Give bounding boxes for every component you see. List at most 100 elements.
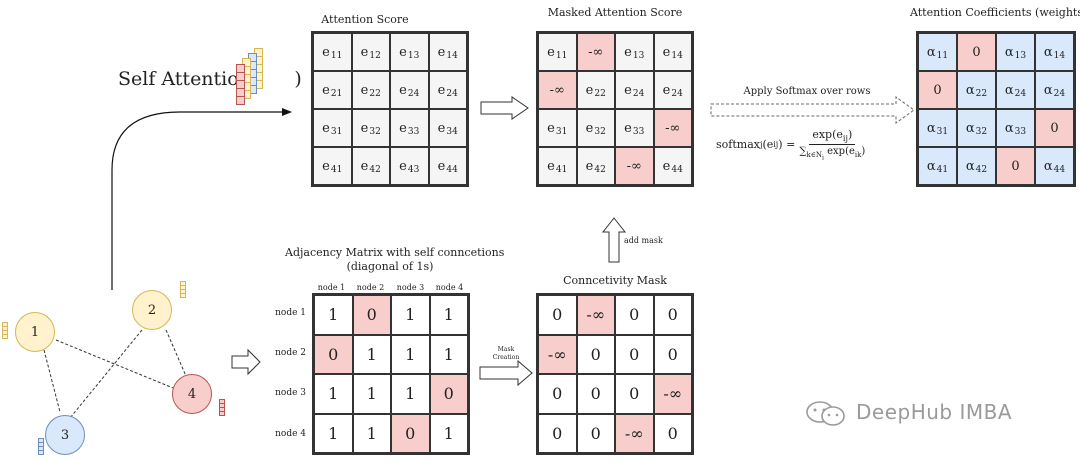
adjacency-title-line1: Adjacency Matrix with self conncetions: [285, 246, 505, 259]
hollow-arrow-to-adjacency: [231, 348, 261, 376]
edge-2-4: [165, 329, 187, 377]
connectivity-mask-cell-1-4: 0: [653, 295, 692, 335]
connectivity-mask-cell-2-3: 0: [615, 334, 654, 374]
hollow-arrow-to-masked: [480, 96, 529, 120]
attention-score-title: Attention Score: [321, 13, 409, 26]
adjacency-cell-1-4: 1: [429, 295, 468, 335]
connectivity-mask-cell-1-1: 0: [538, 295, 577, 335]
adjacency-cell-3-1: 1: [314, 374, 353, 414]
masked-score-cell-3-4: -∞: [653, 109, 692, 147]
adj-row-label-1: node 1: [275, 308, 306, 318]
graph-node-3: 3: [45, 415, 85, 455]
connectivity-mask-cell-4-1: 0: [538, 413, 577, 453]
curve-arrow-head: [282, 108, 292, 116]
formula-lhs-sub: j: [759, 140, 763, 150]
masked-score-cell-4-3: -∞: [615, 147, 654, 185]
formula-denominator: ∑k∈Ni exp(eik): [799, 146, 866, 162]
vector-red: [236, 64, 245, 105]
graph-node-1: 1: [15, 312, 55, 352]
adj-col-label-1: node 1: [317, 283, 346, 292]
adj-row-label-4: node 4: [275, 429, 306, 439]
hollow-arrow-up: [601, 217, 627, 263]
adjacency-title-line2: (diagonal of 1s): [346, 260, 434, 273]
adjacency-cell-4-1: 1: [314, 413, 353, 453]
connectivity-mask-cell-3-3: 0: [615, 374, 654, 414]
masked-score-title: Masked Attention Score: [547, 6, 683, 19]
adjacency-cell-3-4: 0: [429, 374, 468, 414]
connectivity-mask-cell-3-2: 0: [576, 374, 615, 414]
coefficients-cell-4-3: 0: [996, 147, 1035, 185]
node-2-feature-vector: [180, 281, 186, 298]
mask-creation-label: Mask Creation: [486, 346, 526, 362]
masked-score-cell-1-2: -∞: [576, 33, 615, 71]
mask-title: Conncetivity Mask: [563, 274, 667, 287]
formula-lhs-close: ) =: [778, 138, 796, 152]
adjacency-cell-4-3: 0: [391, 413, 430, 453]
node-1-feature-vector: [2, 322, 8, 339]
connectivity-mask-cell-3-4: -∞: [653, 374, 692, 414]
adj-col-label-4: node 4: [435, 283, 464, 292]
formula-fraction: exp(eij) ∑k∈Ni exp(eik): [799, 128, 865, 162]
node-4-feature-vector: [219, 399, 225, 416]
adjacency-cell-2-3: 1: [391, 334, 430, 374]
connectivity-mask-cell-2-1: -∞: [538, 334, 577, 374]
graph-node-4: 4: [172, 374, 212, 414]
adjacency-cell-4-4: 1: [429, 413, 468, 453]
adjacency-cell-1-3: 1: [391, 295, 430, 335]
adj-row-label-2: node 2: [275, 348, 306, 358]
self-attention-label: Self Attention (): [118, 68, 302, 90]
self-attention-text: Self Attention (: [118, 68, 265, 90]
connectivity-mask-cell-3-1: 0: [538, 374, 577, 414]
connectivity-mask-cell-4-3: -∞: [615, 413, 654, 453]
connectivity-mask-cell-4-2: 0: [576, 413, 615, 453]
node-3-feature-vector: [38, 438, 44, 455]
graph-node-2: 2: [132, 290, 172, 330]
adj-col-label-2: node 2: [356, 283, 385, 292]
adjacency-cell-2-1: 0: [314, 334, 353, 374]
formula-lhs-arg: (e: [762, 138, 774, 152]
connectivity-mask-cell-4-4: 0: [653, 413, 692, 453]
formula-lhs-arg-sub: ij: [773, 140, 779, 150]
apply-softmax-label: Apply Softmax over rows: [743, 86, 871, 97]
edge-2-3: [69, 329, 143, 419]
graph-edges: [43, 329, 187, 419]
adjacency-cell-4-2: 1: [352, 413, 391, 453]
connectivity-mask-cell-1-2: -∞: [576, 295, 615, 335]
adjacency-cell-2-2: 1: [352, 334, 391, 374]
formula-numerator: exp(eij): [809, 128, 856, 146]
